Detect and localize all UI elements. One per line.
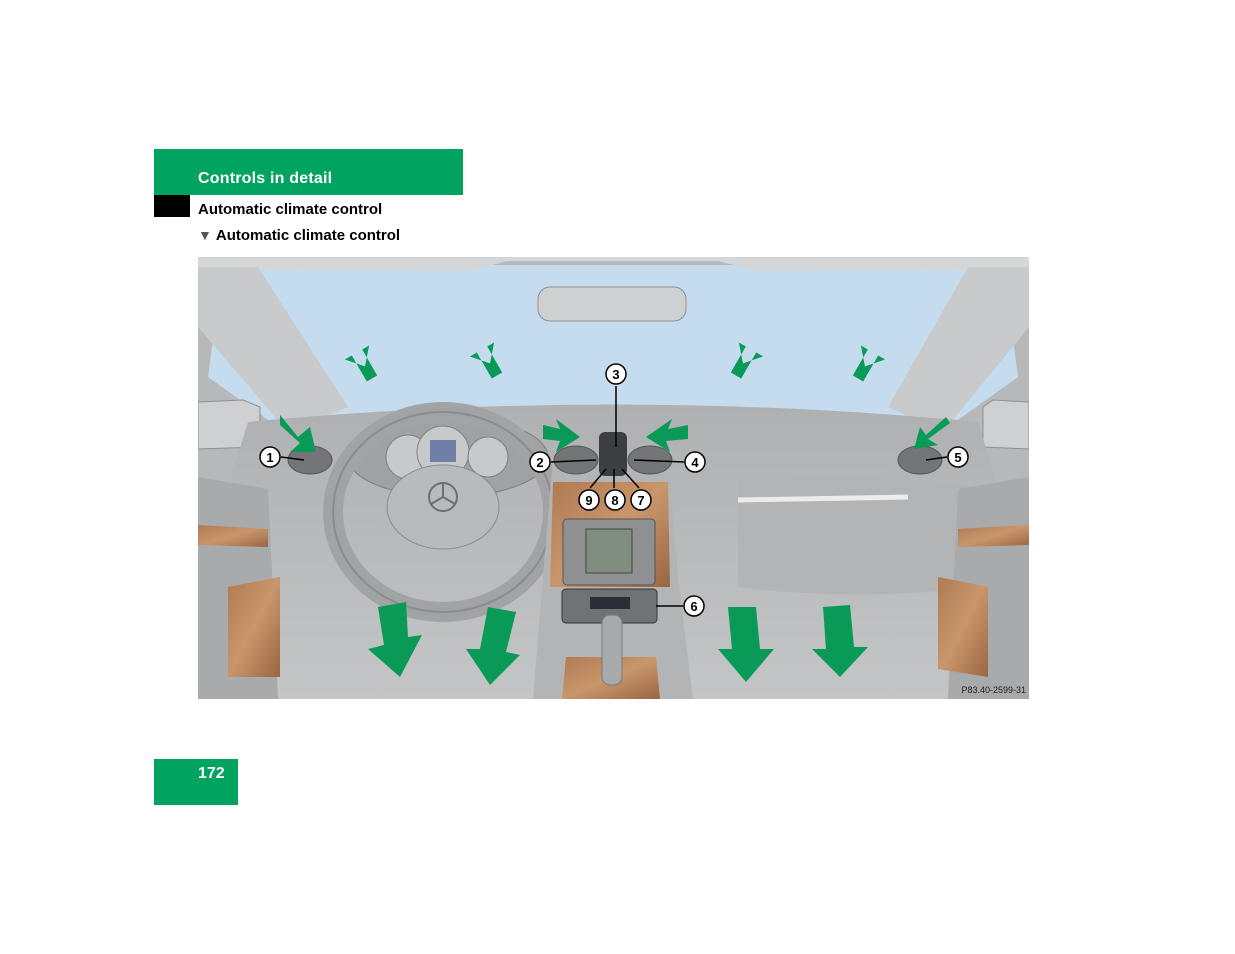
cluster-display — [430, 440, 456, 462]
headliner — [198, 257, 1029, 271]
left-door-wood-strip — [198, 525, 268, 547]
callout-5-label: 5 — [954, 450, 961, 465]
page-number-box — [154, 759, 238, 805]
section-title: Controls in detail — [198, 170, 333, 187]
callout-7: 7 — [630, 489, 652, 511]
glovebox-handle — [737, 494, 909, 503]
callout-6: 6 — [683, 595, 705, 617]
page-subtitle: Automatic climate control — [198, 201, 383, 218]
vent-airflow-arrows — [280, 415, 950, 452]
callout-4: 4 — [684, 451, 706, 473]
defrost-airflow-arrows — [344, 342, 886, 382]
right-a-pillar — [888, 267, 1029, 432]
section-header-bar — [154, 149, 463, 195]
section-tab-marker — [154, 195, 190, 217]
right-door-wood-trim — [938, 577, 988, 677]
callout-4-label: 4 — [691, 455, 699, 470]
callout-1: 1 — [259, 446, 281, 468]
gear-shifter — [601, 614, 623, 686]
mercedes-star-spokes — [430, 483, 456, 505]
subsection-label: Automatic climate control — [215, 227, 401, 244]
callout-7-label: 7 — [637, 493, 644, 508]
callout-9-label: 9 — [585, 493, 592, 508]
fuel-gauge — [467, 436, 509, 478]
rearview-mirror — [537, 286, 687, 322]
callout-8-label: 8 — [611, 493, 618, 508]
footwell-airflow-arrows — [368, 602, 868, 685]
right-side-mirror — [982, 399, 1029, 450]
comand-display — [585, 528, 633, 574]
callout-3-label: 3 — [612, 367, 619, 382]
figure-code: P83.40-2599-31 — [961, 685, 1026, 695]
callout-9: 9 — [578, 489, 600, 511]
left-door-wood-trim — [228, 577, 280, 677]
steering-hub — [386, 464, 500, 550]
passenger-panel — [738, 476, 978, 595]
callout-5: 5 — [947, 446, 969, 468]
center-left-vent — [553, 445, 599, 475]
center-vent-controls — [599, 432, 627, 476]
callout-2: 2 — [529, 451, 551, 473]
dashboard-illustration: 1 2 3 4 5 6 7 8 9 P83.40-2599-31 — [198, 257, 1029, 699]
callout-6-label: 6 — [690, 599, 697, 614]
callout-3: 3 — [605, 363, 627, 385]
page-number: 172 — [198, 765, 225, 782]
callout-8: 8 — [604, 489, 626, 511]
callout-leader-lines — [280, 386, 948, 607]
left-a-pillar — [198, 267, 348, 432]
subsection-heading: ▼Automatic climate control — [198, 227, 400, 244]
triangle-marker-icon: ▼ — [198, 227, 212, 243]
windshield — [208, 265, 1018, 427]
callout-1-label: 1 — [266, 450, 273, 465]
right-side-vent — [897, 445, 943, 475]
climate-panel-display — [590, 597, 630, 609]
right-door-wood-strip — [958, 525, 1029, 547]
callout-2-label: 2 — [536, 455, 543, 470]
